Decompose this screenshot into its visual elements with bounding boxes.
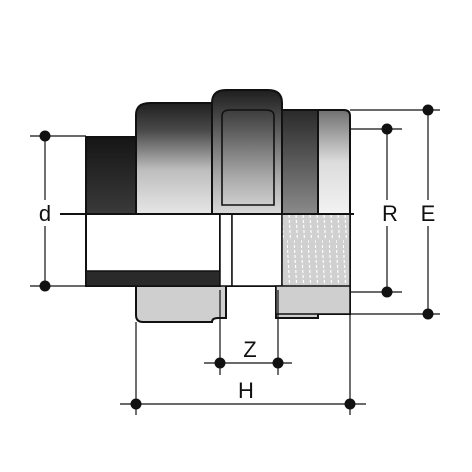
end-ring	[317, 109, 351, 215]
dimension-d: d	[30, 130, 86, 292]
pipe-wall	[85, 270, 221, 287]
spigot-gap	[219, 213, 233, 287]
body-right	[281, 109, 319, 215]
dim-label-h: H	[238, 378, 254, 403]
fitting-section-view	[85, 213, 351, 323]
body-step	[275, 285, 351, 315]
dim-label-z: Z	[243, 337, 256, 362]
bore-center	[231, 213, 283, 287]
dim-label-r: R	[382, 201, 398, 226]
dimension-r: R	[350, 123, 402, 298]
body-left	[135, 102, 213, 215]
union-nut	[211, 89, 283, 215]
pipe-end	[85, 136, 137, 215]
fitting-upper-view	[85, 89, 351, 215]
thread-zone	[281, 213, 351, 291]
dim-label-e: E	[421, 201, 436, 226]
dimension-e: E	[350, 104, 440, 320]
dimension-h: H	[120, 314, 366, 415]
dimension-z: Z	[204, 290, 292, 375]
dim-label-d: d	[39, 201, 51, 226]
nut-flat	[221, 109, 275, 206]
